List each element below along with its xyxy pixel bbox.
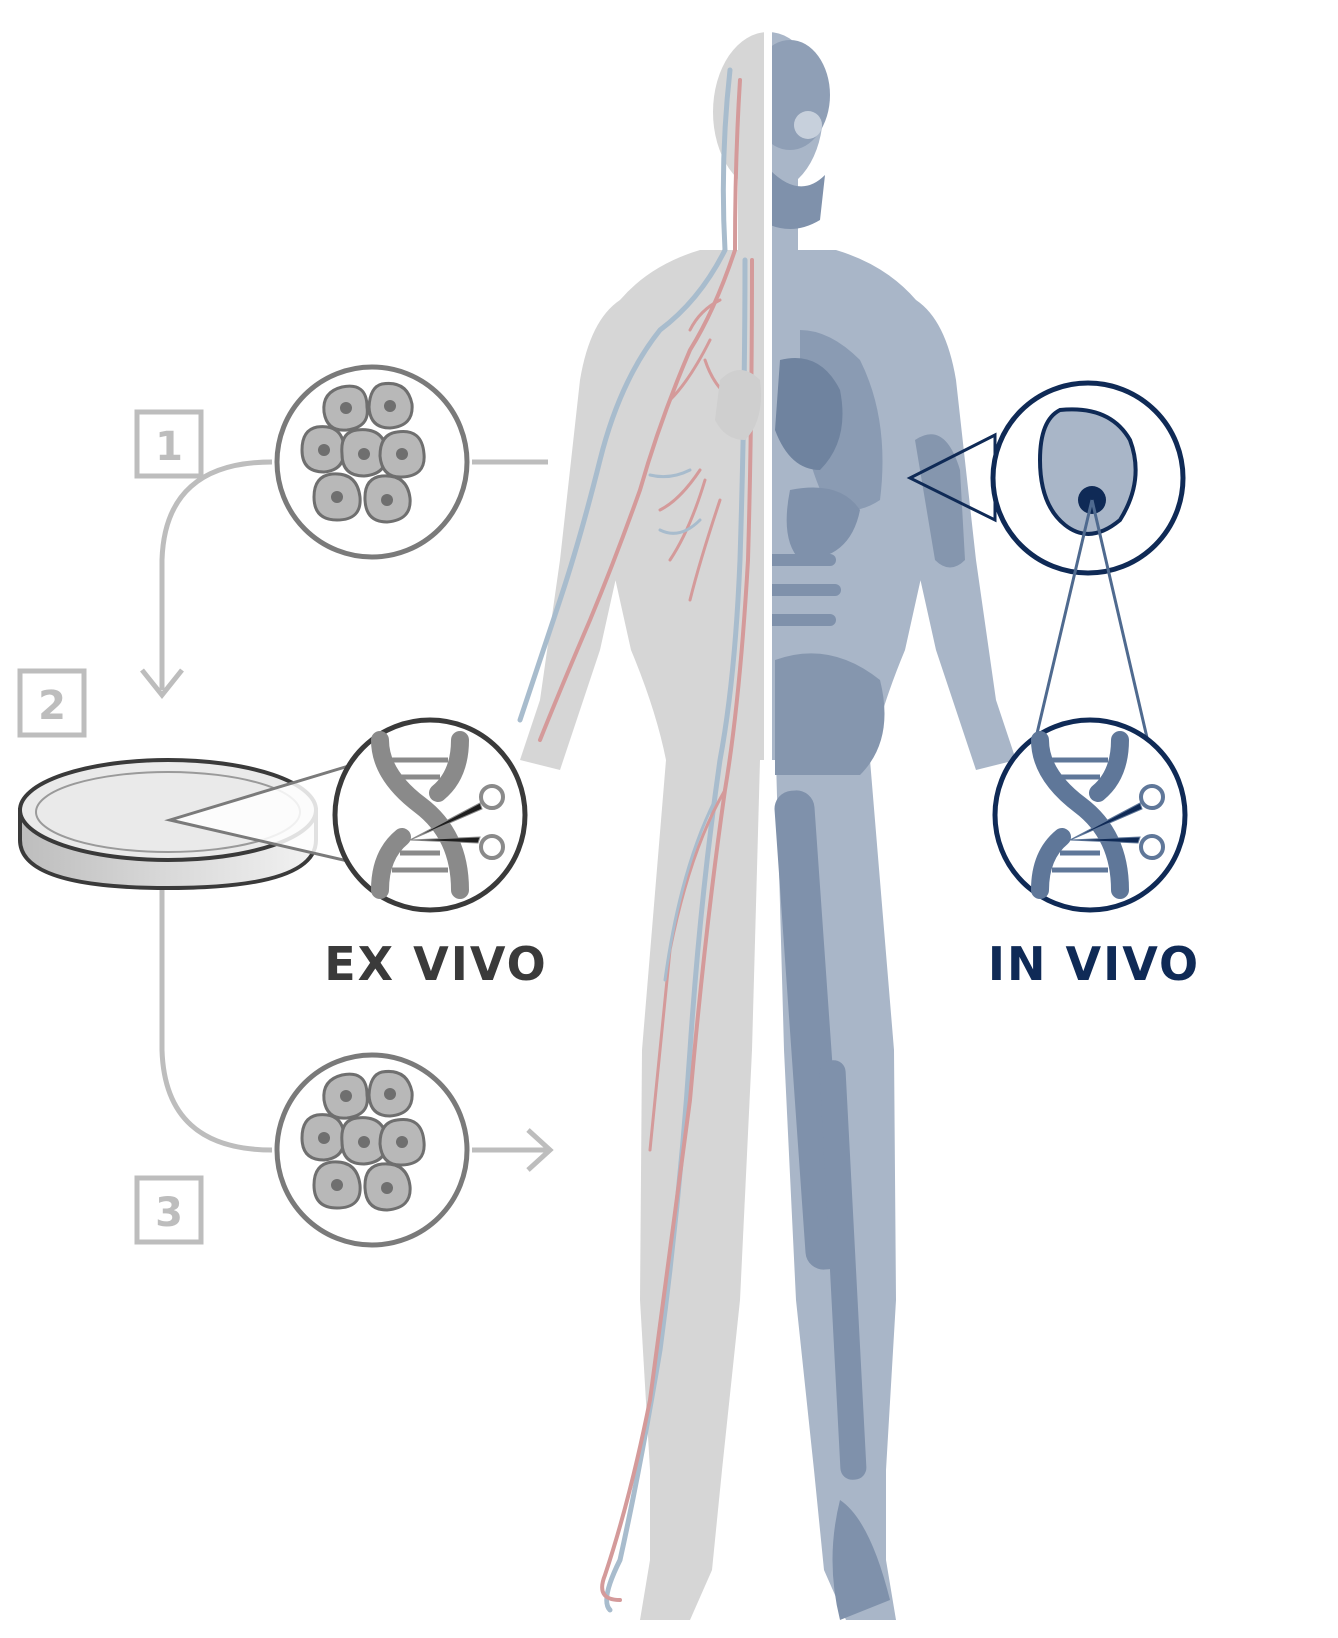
step-1-number: 1 [155,424,183,470]
ex-vivo-label: EX VIVO [324,937,548,991]
in-vivo-workflow: IN VIVO [906,380,1200,991]
step-3-number: 3 [155,1190,183,1236]
connector-2-to-3 [159,890,273,1153]
cell-cluster-icon [274,364,470,560]
dna-scissors-icon [992,717,1188,913]
human-figure [517,30,1016,1630]
arrow-down-icon [140,668,184,700]
connector-1-to-2 [159,459,273,690]
in-vivo-label: IN VIVO [988,937,1200,991]
step-2-box: 2 [17,668,87,738]
step-3-box: 3 [134,1175,204,1245]
cell-cluster-icon [274,1052,470,1248]
blood-vessels [517,67,754,1613]
body-left-half [517,32,768,1620]
step-1-box: 1 [134,409,204,479]
body-right-half [768,32,1016,1620]
zoom-cone-nucleus [1033,499,1150,743]
arrow-right-icon [526,1128,554,1172]
single-cell-icon [990,380,1186,576]
step-2-number: 2 [38,683,66,729]
ex-vivo-workflow: 1 2 3 [17,364,554,1248]
skeleton-organs [768,40,965,1620]
dna-scissors-icon [332,717,528,913]
